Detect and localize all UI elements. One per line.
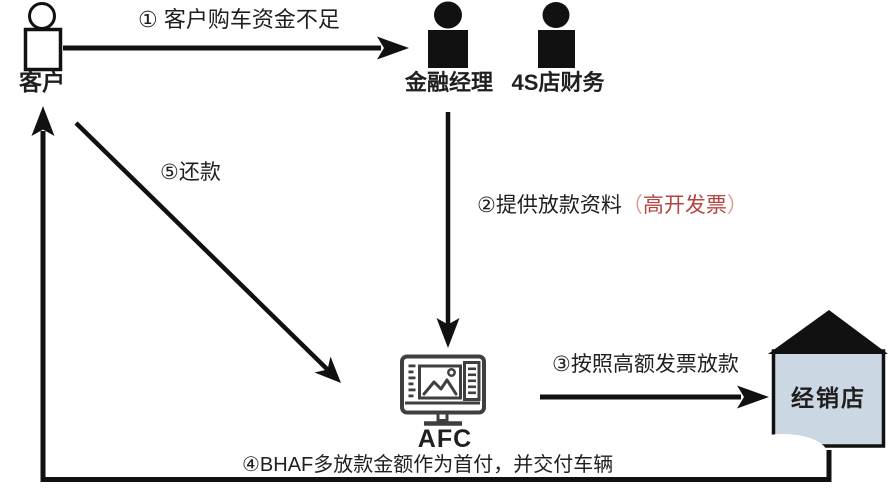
step1-label: ① 客户购车资金不足 xyxy=(138,7,340,32)
step5-arrow xyxy=(74,121,341,383)
step2-paren-open: （ xyxy=(621,194,643,217)
step2-arrow xyxy=(436,112,460,348)
step2-highlight: 高开发票 xyxy=(642,194,727,217)
customer-person-icon xyxy=(23,2,63,72)
step4-return-arrow xyxy=(31,106,832,482)
dealer-store-label: 经销店 xyxy=(791,385,866,411)
step1-arrow xyxy=(63,36,409,60)
finance-manager-person-icon xyxy=(428,1,468,68)
step2-label: ②提供放款资料（高开发票） xyxy=(477,194,748,217)
step5-label: ⑤还款 xyxy=(160,161,221,184)
dealer-house-icon xyxy=(739,310,888,472)
customer-label: 客户 xyxy=(19,69,65,95)
afc-label: AFC xyxy=(417,425,473,453)
afc-monitor-icon xyxy=(400,354,486,426)
step4-label: ④BHAF多放款金额作为首付，并交付车辆 xyxy=(242,454,614,476)
4s-store-finance-person-icon xyxy=(538,2,575,68)
4s-store-finance-label: 4S店财务 xyxy=(511,70,605,95)
step3-label: ③按照高额发票放款 xyxy=(552,353,739,376)
step2-text: ②提供放款资料 xyxy=(477,194,622,217)
watermark-artifact xyxy=(739,434,827,472)
step3-arrow xyxy=(540,385,769,409)
finance-manager-label: 金融经理 xyxy=(404,70,493,95)
step2-paren-close: ） xyxy=(726,194,748,217)
